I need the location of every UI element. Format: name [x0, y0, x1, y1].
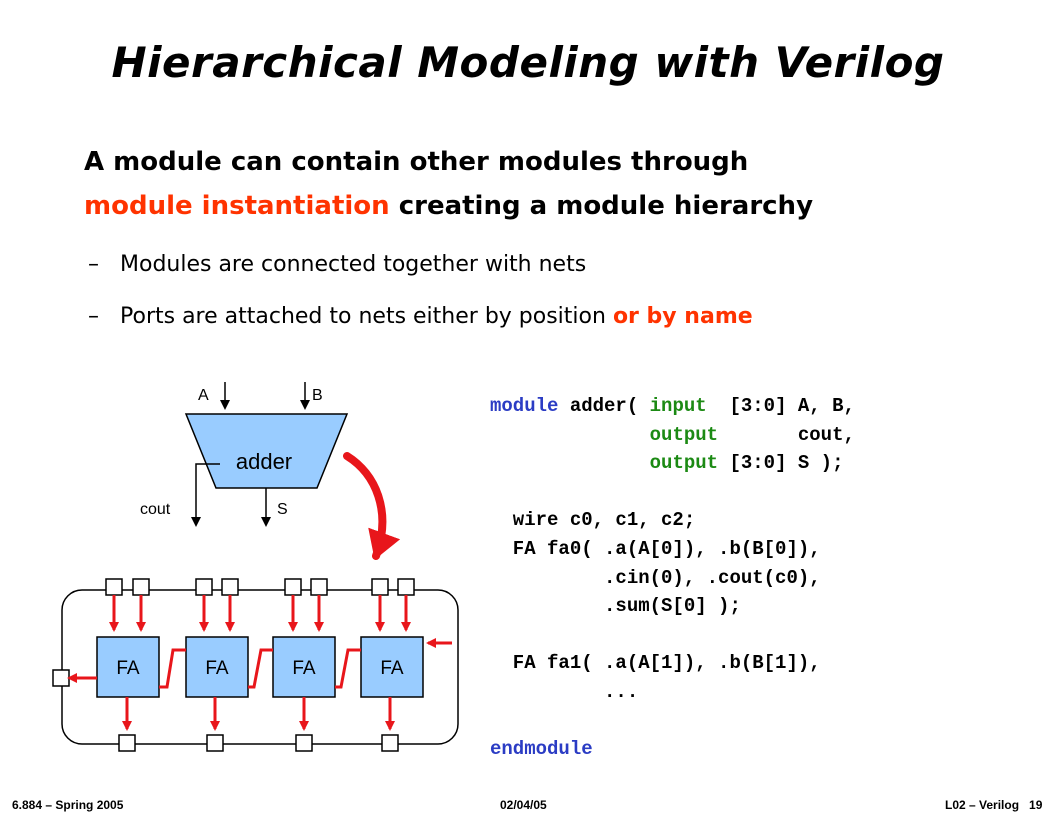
cout-port-square — [52, 669, 70, 687]
port-square — [118, 734, 136, 752]
by-name-highlight: or by name — [612, 304, 753, 329]
port-square — [397, 578, 415, 596]
port-square — [381, 734, 399, 752]
module-instantiation-highlight: module instantiation — [84, 191, 390, 221]
verilog-code: module adder( input [3:0] A, B, output c… — [490, 395, 855, 761]
main-bullet-rest: creating a module hierarchy — [389, 191, 814, 221]
page-number: 19 — [1029, 798, 1043, 812]
fa-block-2 — [272, 636, 336, 698]
input-b-label: B — [312, 387, 323, 404]
sub-bullet-text: Modules are connected together with nets — [120, 252, 587, 277]
port-square — [310, 578, 328, 596]
port-square — [284, 578, 302, 596]
port-square — [295, 734, 313, 752]
dash-marker: – — [88, 304, 99, 329]
dash-marker: – — [88, 252, 99, 277]
fa-block-0 — [96, 636, 160, 698]
carry-wires — [67, 638, 452, 689]
module-boundary — [61, 589, 459, 745]
sum-wires — [122, 697, 395, 731]
footer-date: 02/04/05 — [500, 798, 547, 812]
fa-label-0: FA — [116, 658, 140, 679]
fa-label-2: FA — [292, 658, 316, 679]
port-square — [195, 578, 213, 596]
port-square — [206, 734, 224, 752]
fa-label-3: FA — [380, 658, 404, 679]
expansion-arrow — [343, 452, 401, 560]
port-square — [132, 578, 150, 596]
main-bullet-line-1: A module can contain other modules throu… — [84, 147, 749, 177]
fa-label-1: FA — [205, 658, 229, 679]
main-bullet-line-2: module instantiation creating a module h… — [84, 191, 813, 221]
sub-bullet-text: Ports are attached to nets either by pos… — [120, 304, 613, 329]
input-wires — [109, 595, 411, 632]
fa-block-1 — [185, 636, 249, 698]
sub-bullet-nets: –Modules are connected together with net… — [88, 252, 586, 277]
footer-course: 6.884 – Spring 2005 — [12, 798, 124, 812]
cout-arrow — [191, 463, 220, 527]
sub-bullet-ports: –Ports are attached to nets either by po… — [88, 304, 753, 329]
output-s-label: S — [277, 501, 288, 518]
output-cout-label: cout — [140, 501, 171, 518]
adder-label: adder — [236, 449, 292, 474]
port-square — [371, 578, 389, 596]
slide-title: Hierarchical Modeling with Verilog — [111, 38, 945, 87]
input-a-label: A — [198, 387, 209, 404]
fa-block-3 — [360, 636, 424, 698]
port-square — [221, 578, 239, 596]
port-square — [105, 578, 123, 596]
